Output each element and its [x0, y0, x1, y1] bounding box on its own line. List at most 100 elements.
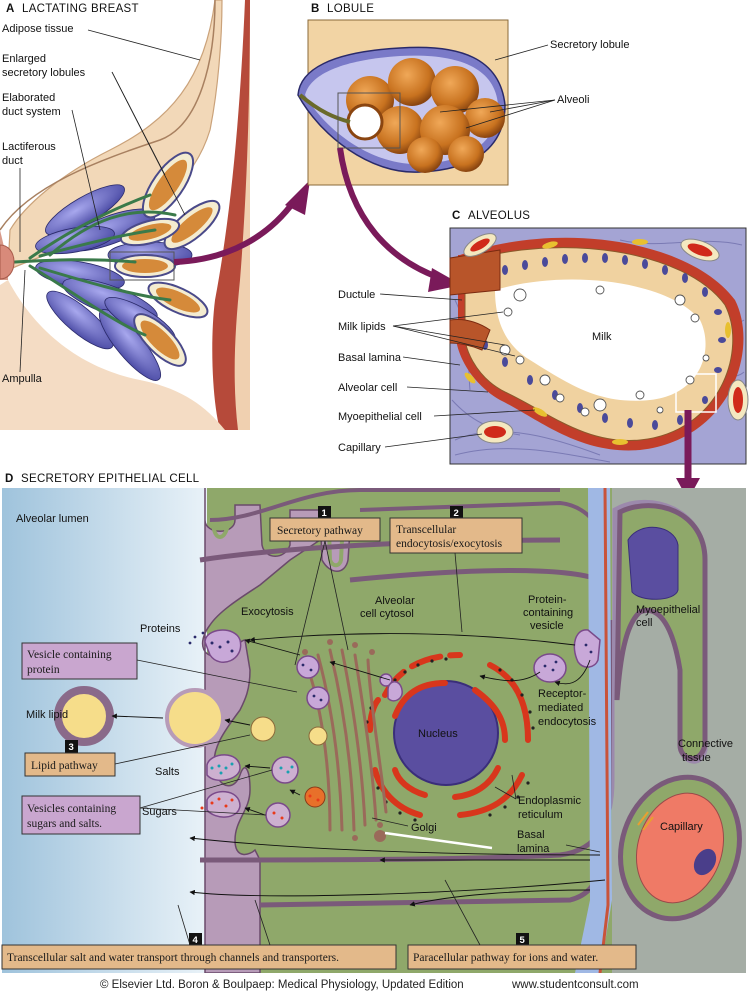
label-alveoli: Alveoli: [557, 94, 589, 106]
label-enlarged-1: Enlarged: [2, 53, 46, 65]
label-receptor-2: mediated: [538, 702, 583, 714]
label-receptor-3: endocytosis: [538, 716, 597, 728]
pathway-3-number: 3: [69, 742, 74, 753]
label-myoepithelial-2: cell: [636, 617, 653, 629]
zoom-box-b: [337, 92, 401, 149]
panel-b-letter: B: [311, 3, 320, 15]
arrow-b-to-c: [337, 147, 442, 281]
label-protein-vesicle-2: containing: [523, 607, 573, 619]
label-lactiferous-1: Lactiferous: [2, 141, 56, 153]
label-enlarged-2: secretory lobules: [2, 67, 86, 79]
label-alveolar-lumen: Alveolar lumen: [16, 513, 89, 525]
zoom-box-a: [109, 251, 175, 281]
label-exocytosis: Exocytosis: [241, 606, 294, 618]
pathway-box-1: 1 Secretory pathway: [269, 506, 381, 666]
panel-b-labels: B LOBULE Secretory lobule Alveoli: [311, 3, 630, 129]
label-sugars: Sugars: [142, 806, 177, 818]
label-adipose: Adipose tissue: [2, 23, 74, 35]
golgi-apparatus: [303, 648, 388, 832]
basal-lamina-strip: [575, 488, 612, 973]
label-myoepithelial-cell-c: Myoepithelial cell: [338, 411, 422, 423]
svg-text:A: A: [6, 3, 15, 15]
salt-sugar-vesicles: [200, 754, 326, 828]
footer-copyright: © Elsevier Ltd. Boron & Boulpaep: Medica…: [100, 979, 464, 991]
panel-c-labels: C ALVEOLUS Ductule Milk lipids Basal lam…: [338, 210, 612, 454]
panel-c-letter: C: [452, 210, 461, 222]
panel-a-breast: [0, 0, 310, 430]
label-basal-1: Basal: [517, 829, 545, 841]
myoepithelial-cells-c: [464, 239, 731, 445]
label-capillary-c: Capillary: [338, 442, 381, 454]
label-connective-1: Connective: [678, 738, 733, 750]
pathway-4-text: Transcellular salt and water transport t…: [7, 952, 339, 964]
label-alveolar-cell: Alveolar cell: [338, 382, 397, 394]
label-cytosol-1: Alveolar: [375, 595, 415, 607]
label-ampulla: Ampulla: [2, 373, 43, 385]
duct-system: [13, 193, 177, 337]
label-myoepithelial-1: Myoepithelial: [636, 604, 700, 616]
pathway-box-5: 5 Paracellular pathway for ions and wate…: [407, 879, 637, 970]
panel-c-alveolus: [449, 227, 749, 500]
label-milk-lipids: Milk lipids: [338, 321, 386, 333]
panel-d-title: SECRETORY EPITHELIAL CELL: [21, 473, 200, 485]
label-golgi: Golgi: [411, 822, 437, 834]
protein-vesicles: [188, 629, 601, 710]
capillary-d-lumen: [635, 792, 725, 904]
zoom-box-c: [675, 373, 717, 413]
ductule: [449, 249, 501, 296]
panel-b-lobule: [297, 19, 509, 292]
label-salts: Salts: [155, 766, 180, 778]
label-lactiferous-2: duct: [2, 155, 23, 167]
panel-a-labels: A LACTATING BREAST Adipose tissue Enlarg…: [2, 3, 201, 385]
pathway-5-number: 5: [520, 935, 526, 946]
panel-b-title: LOBULE: [327, 3, 374, 15]
label-milk: Milk: [592, 331, 612, 343]
lipid-droplets: [54, 686, 328, 748]
pathway-2-number: 2: [454, 508, 459, 519]
panel-c-title: ALVEOLUS: [468, 210, 530, 222]
pathway-box-2: 2 Transcellular endocytosis/exocytosis: [389, 506, 523, 633]
pathway-1-text: Secretory pathway: [277, 525, 363, 537]
label-er-2: reticulum: [518, 809, 563, 821]
panel-d-labels: D SECRETORY EPITHELIAL CELL Alveolar lum…: [5, 473, 733, 855]
arrow-a-to-b: [173, 198, 298, 265]
label-receptor-1: Receptor-: [538, 688, 587, 700]
breast-outline: [0, 0, 216, 231]
pathway-box-3: 3 Lipid pathway: [24, 734, 251, 777]
nipple: [0, 244, 15, 280]
enlarged-lobules: [114, 151, 221, 367]
pathway-1-number: 1: [322, 508, 328, 519]
callout-vesicle-sugars: Vesicles containing sugars and salts.: [21, 769, 273, 835]
transport-arrows: [111, 633, 606, 907]
alveoli-cluster: [346, 58, 505, 173]
myoepithelial-nucleus: [627, 526, 679, 600]
milk-lipid-droplets: [499, 285, 710, 417]
panel-a-letter: A: [6, 3, 15, 15]
footer-url: www.studentconsult.com: [511, 979, 639, 991]
callout-vesicle-protein-1: Vesicle containing: [27, 649, 112, 661]
label-proteins: Proteins: [140, 623, 181, 635]
label-milk-lipid: Milk lipid: [26, 709, 68, 721]
pathway-2-line2: endocytosis/exocytosis: [396, 538, 503, 550]
pathway-4-number: 4: [193, 935, 199, 946]
callout-vesicle-sugars-1: Vesicles containing: [27, 803, 116, 815]
label-connective-2: tissue: [682, 752, 711, 764]
panel-a-title: LACTATING BREAST: [22, 3, 139, 15]
callout-vesicle-protein: Vesicle containing protein: [21, 642, 298, 693]
capillaries-c: [463, 233, 749, 444]
milk-lumen: [495, 279, 706, 401]
label-cytosol-2: cell cytosol: [360, 608, 414, 620]
pathway-3-text: Lipid pathway: [31, 760, 98, 772]
label-secretory-lobule: Secretory lobule: [550, 39, 630, 51]
pathway-5-text: Paracellular pathway for ions and water.: [413, 952, 598, 964]
panel-d-letter: D: [5, 473, 14, 485]
pathway-box-4: 4 Transcellular salt and water transport…: [1, 899, 397, 970]
lower-breast: [0, 280, 225, 430]
label-protein-vesicle-3: vesicle: [530, 620, 564, 632]
label-basal-2: lamina: [517, 843, 550, 855]
label-basal-lamina-c: Basal lamina: [338, 352, 402, 364]
pathway-2-line1: Transcellular: [396, 524, 456, 536]
label-er-1: Endoplasmic: [518, 795, 581, 807]
label-ductule: Ductule: [338, 289, 375, 301]
label-elaborated-1: Elaborated: [2, 92, 55, 104]
